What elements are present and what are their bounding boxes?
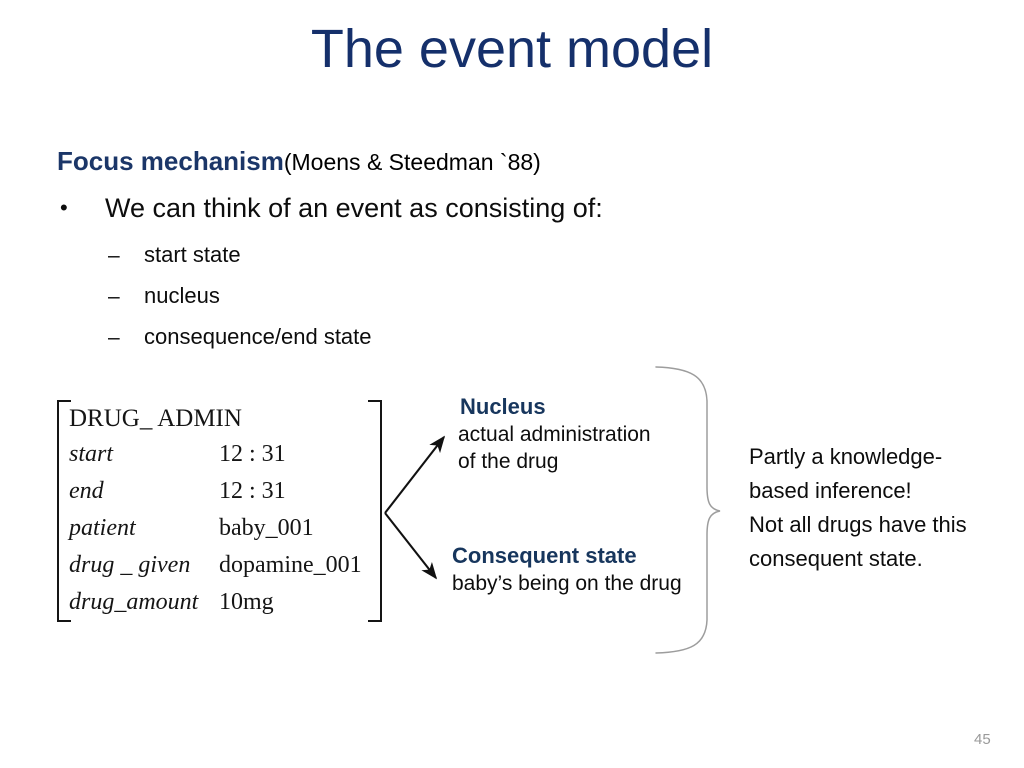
dash-marker-icon: – [108,285,120,308]
avm-type-label: DRUG_ ADMIN [69,405,242,432]
avm-row: start 12 : 31 [69,436,369,473]
branch-title: Consequent state [452,543,637,568]
feature-structure-matrix: DRUG_ ADMIN start 12 : 31 end 12 : 31 pati… [57,400,382,622]
sub-bullet-label: nucleus [144,283,220,308]
right-commentary-line: Partly a knowledge- [749,444,943,469]
sub-bullet-label: start state [144,242,241,267]
avm-value: 10mg [219,589,274,615]
avm-left-bracket-icon [57,400,71,622]
bullet-main: • We can think of an event as consisting … [60,190,820,226]
focus-mechanism-citation: (Moens & Steedman `88) [283,149,541,175]
sub-bullet-label: consequence/end state [144,324,372,349]
avm-attribute: patient [69,515,136,541]
right-commentary-line: Not all drugs have this [749,512,967,537]
avm-attribute: drug _ given [69,552,191,578]
branch-nucleus: Nucleus actual administration of the dru… [458,393,728,475]
avm-value: baby_001 [219,515,314,541]
avm-attribute: start [69,441,114,467]
page-number: 45 [974,731,991,748]
right-commentary-line: based inference! [749,478,912,503]
right-commentary-line: consequent state. [749,546,923,571]
avm-value: dopamine_001 [219,552,362,578]
avm-row: end 12 : 31 [69,473,369,510]
branch-desc-line: baby’s being on the drug [452,572,682,595]
focus-mechanism-heading: Focus mechanism(Moens & Steedman `88) [57,145,541,178]
sub-bullet-consequence-end-state: – consequence/end state [108,322,372,353]
arrow-to-nucleus [384,435,446,514]
bullet-marker-icon: • [60,195,68,220]
avm-value: 12 : 31 [219,441,286,467]
right-commentary: Partly a knowledge- based inference! Not… [749,440,1017,576]
sub-bullet-start-state: – start state [108,240,241,271]
arrow-to-consequent-state [384,512,438,580]
avm-row: drug _ given dopamine_001 [69,547,369,584]
focus-mechanism-label: Focus mechanism [57,146,284,176]
avm-body: DRUG_ ADMIN start 12 : 31 end 12 : 31 pati… [69,400,369,621]
avm-right-bracket-icon [368,400,382,622]
avm-value: 12 : 31 [219,478,286,504]
sub-bullet-nucleus: – nucleus [108,281,220,312]
branch-consequent-state: Consequent state baby’s being on the dru… [452,542,722,597]
branch-title: Nucleus [460,394,546,419]
bullet-main-text: We can think of an event as consisting o… [105,193,603,223]
avm-attribute: end [69,478,104,504]
page-title: The event model [310,19,714,79]
avm-row: drug_amount 10mg [69,584,369,621]
avm-row: patient baby_001 [69,510,369,547]
dash-marker-icon: – [108,326,120,349]
dash-marker-icon: – [108,244,120,267]
branch-desc-line: actual administration [458,423,651,446]
branch-desc-line: of the drug [458,450,559,473]
avm-attribute: drug_amount [69,589,199,615]
